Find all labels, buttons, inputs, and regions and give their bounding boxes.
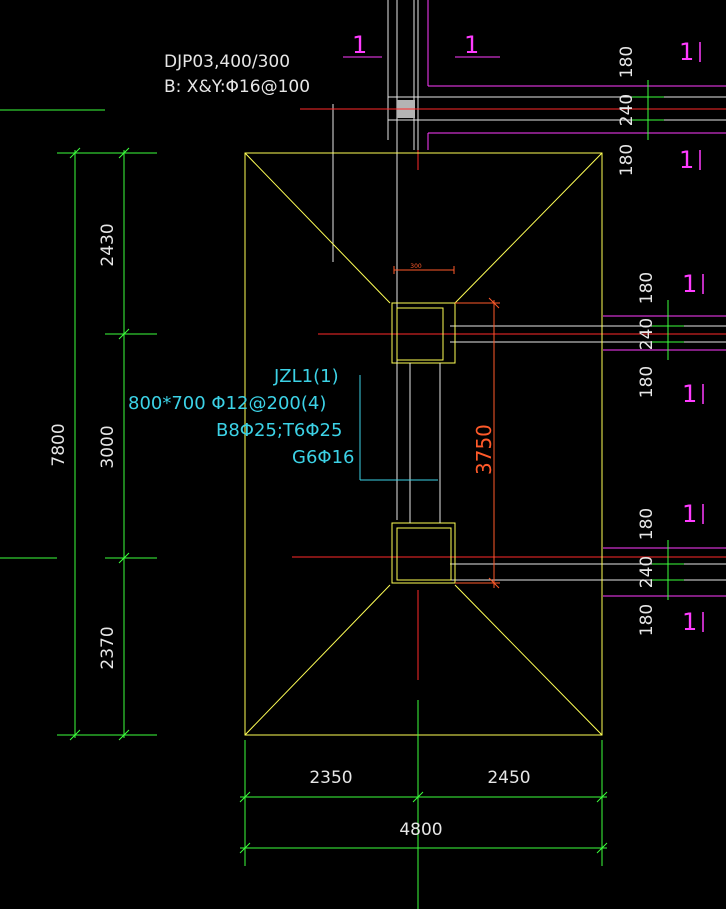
bottom-dim-total: 4800 <box>399 820 442 840</box>
bottom-dim-left: 2350 <box>309 768 352 788</box>
magenta-walls <box>427 0 726 597</box>
beam-lines <box>409 363 441 523</box>
section-marker-row5-right: 1 <box>682 500 697 528</box>
right-top-upper: 180 <box>617 46 637 78</box>
section-marker-row6-right: 1 <box>682 608 697 636</box>
right-top-lower: 180 <box>617 144 637 176</box>
axis-lines <box>292 108 726 680</box>
dimension-ticks <box>69 147 608 854</box>
beam-name: JZL1(1) <box>273 366 339 387</box>
right-bot-wall: 240 <box>637 556 657 588</box>
beam-section: 800*700 Φ12@200(4) <box>128 393 326 414</box>
right-top-wall: 240 <box>617 94 637 126</box>
left-dim-top: 2430 <box>98 223 118 266</box>
right-bot-upper: 180 <box>637 508 657 540</box>
right-mid-wall: 240 <box>637 318 657 350</box>
bottom-dim-right: 2450 <box>487 768 530 788</box>
section-marker-double-strokes <box>699 42 704 632</box>
left-dim-middle: 3000 <box>98 425 118 468</box>
small-dim-text: 300 <box>410 263 422 270</box>
right-mid-upper: 180 <box>637 272 657 304</box>
green-dimensions <box>0 80 684 909</box>
white-wall-lines <box>332 0 726 581</box>
beam-side-bars: G6Φ16 <box>292 447 354 468</box>
left-dim-bottom: 2370 <box>98 626 118 669</box>
beam-leader <box>359 375 438 481</box>
beam-span-dimension <box>393 266 500 589</box>
beam-bars: B8Φ25;T6Φ25 <box>216 420 342 441</box>
section-marker-top-left: 1 <box>352 31 367 59</box>
section-marker-row3-right: 1 <box>682 270 697 298</box>
section-marker-row4-right: 1 <box>682 380 697 408</box>
footing-label-line2: B: X&Y:Φ16@100 <box>164 77 310 97</box>
beam-span-text: 3750 <box>472 424 496 475</box>
section-marker-top-right: 1 <box>679 38 694 66</box>
footing-label-line1: DJP03,400/300 <box>164 52 290 72</box>
section-marker-row2-right: 1 <box>679 146 694 174</box>
right-bot-lower: 180 <box>637 604 657 636</box>
footing-outline <box>244 152 603 736</box>
section-marker-top-center: 1 <box>464 31 479 59</box>
left-dim-total: 7800 <box>49 423 69 466</box>
right-mid-lower: 180 <box>637 366 657 398</box>
